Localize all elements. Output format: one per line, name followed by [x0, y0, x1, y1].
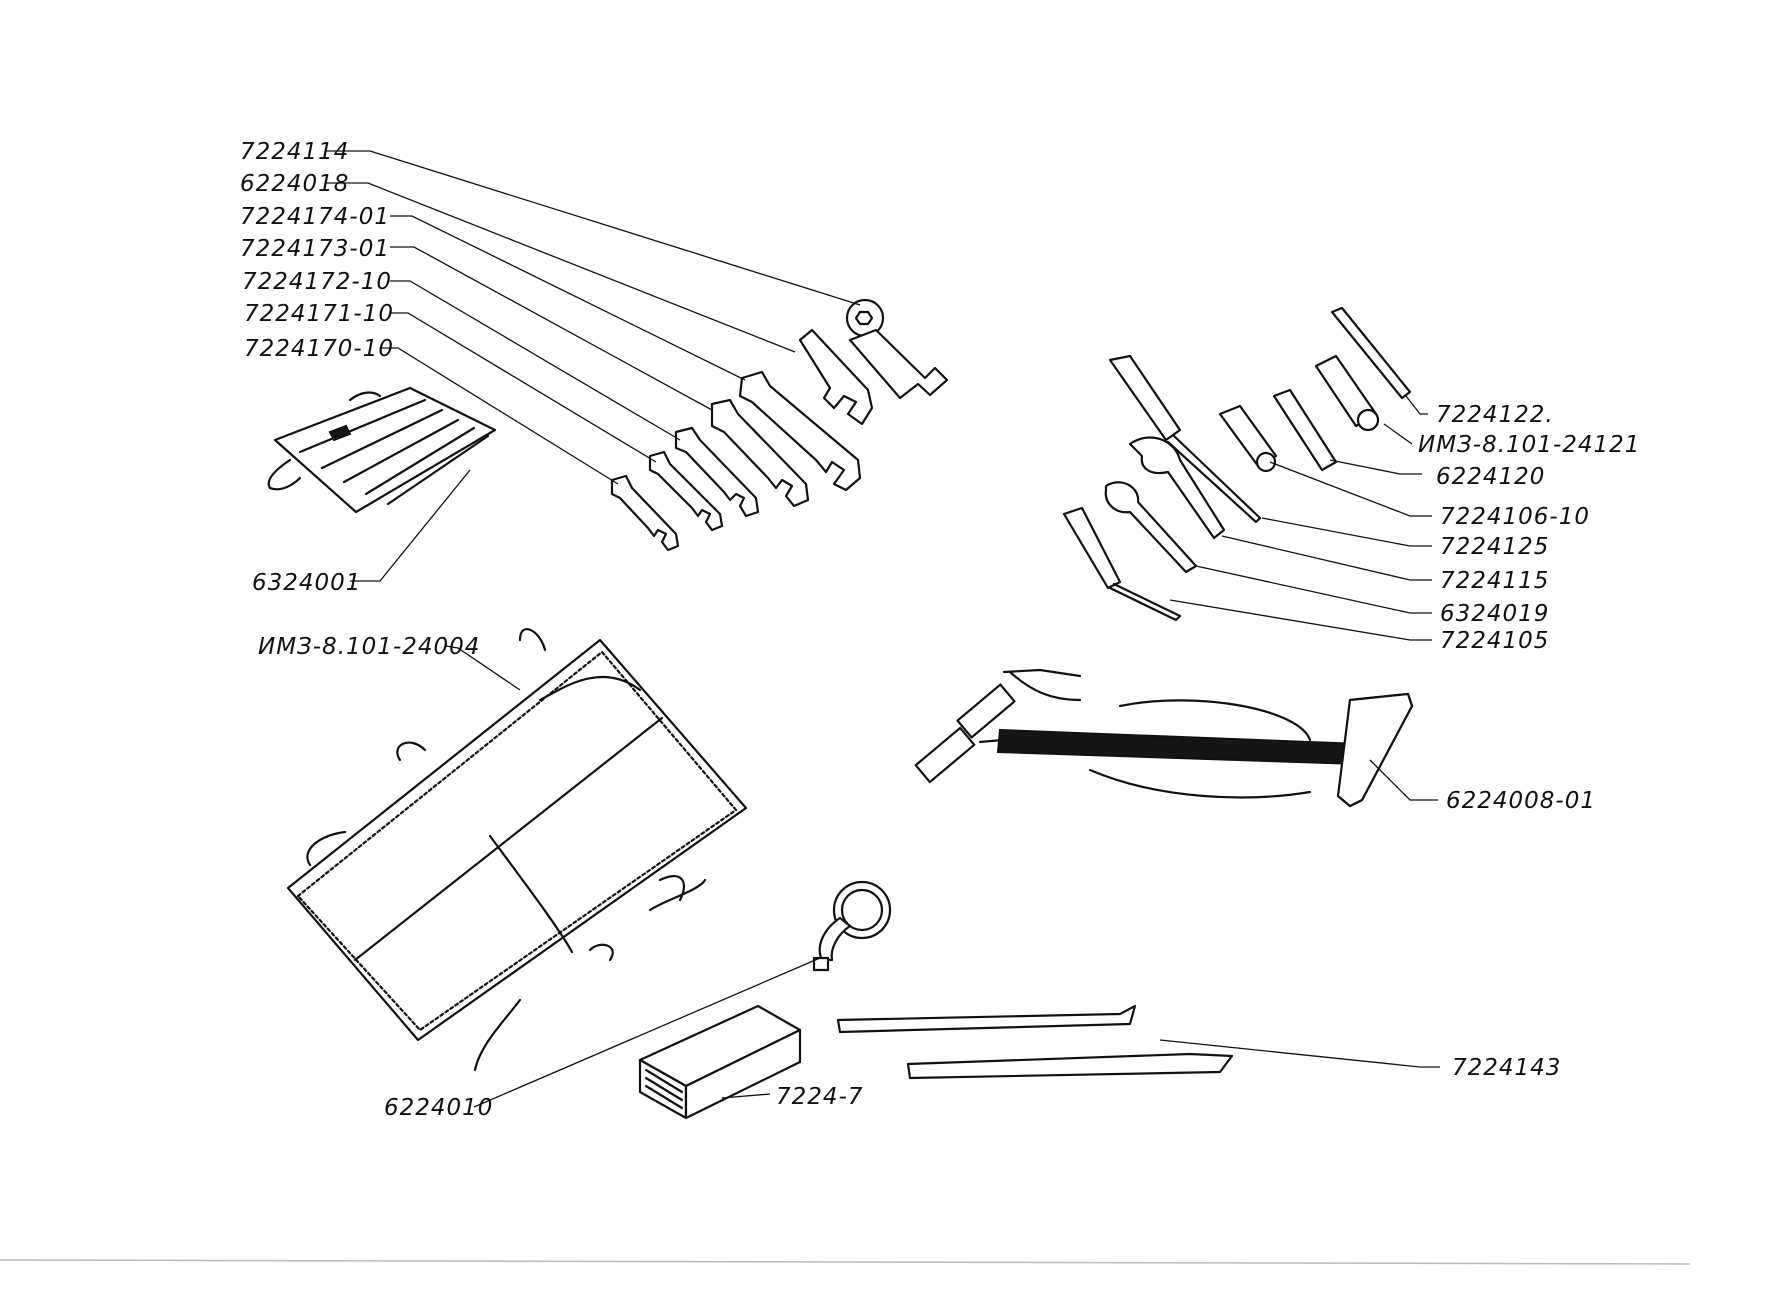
label-imz-24004: ИМЗ-8.101-24004 — [258, 634, 480, 660]
label-7224122: 7224122. — [1436, 402, 1554, 428]
label-6224010: 6224010 — [384, 1095, 493, 1121]
spanner-6324019 — [1104, 481, 1198, 574]
spanner-7224115 — [1128, 436, 1226, 540]
tire-pump-6224008-01 — [914, 668, 1414, 808]
screwdriver-7224105 — [1062, 506, 1182, 622]
socket-key-6224120 — [1272, 388, 1338, 472]
label-6324019: 6324019 — [1440, 601, 1549, 627]
label-6224120: 6224120 — [1436, 464, 1545, 490]
label-7224171-10: 7224171-10 — [244, 301, 394, 327]
tool-roll-6324001 — [267, 386, 497, 514]
label-7224143: 7224143 — [1452, 1055, 1561, 1081]
part-labels: 7224114 6224018 7224174-01 7224173-01 72… — [240, 139, 1640, 1121]
label-7224172-10: 7224172-10 — [242, 269, 392, 295]
rod-7224122 — [1330, 306, 1412, 400]
label-7224173-01: 7224173-01 — [240, 236, 390, 262]
scan-edge-line — [0, 1259, 1691, 1265]
wrench-7224114 — [845, 298, 949, 400]
wrench-6224018 — [798, 328, 874, 426]
parts-box-7224-7 — [638, 1004, 802, 1120]
wrench-7224174-01 — [738, 370, 862, 492]
socket-key-7224106-10 — [1218, 404, 1278, 473]
wrench-7224171-10 — [648, 450, 724, 532]
screwdriver-7224125 — [1108, 354, 1262, 524]
tire-levers-7224143 — [836, 1004, 1234, 1080]
label-7224-7: 7224-7 — [776, 1084, 863, 1110]
pressure-gauge-6224010 — [812, 880, 892, 972]
label-7224170-10: 7224170-10 — [244, 336, 394, 362]
leader-lines — [326, 150, 1440, 1108]
label-7224115: 7224115 — [1440, 568, 1549, 594]
label-7224174-01: 7224174-01 — [240, 204, 390, 230]
wrench-7224173-01 — [710, 398, 810, 508]
label-7224125: 7224125 — [1440, 534, 1549, 560]
label-6224018: 6224018 — [240, 171, 349, 197]
tool-bag-24004 — [286, 628, 748, 1072]
label-7224106-10: 7224106-10 — [1440, 504, 1590, 530]
wrench-7224172-10 — [674, 426, 760, 518]
label-7224105: 7224105 — [1440, 628, 1549, 654]
label-7224114: 7224114 — [240, 139, 349, 165]
socket-key-24121 — [1314, 354, 1380, 432]
label-imz-24121: ИМЗ-8.101-24121 — [1418, 432, 1640, 458]
wrench-7224170-10 — [610, 474, 680, 552]
label-6324001: 6324001 — [252, 570, 361, 596]
label-6224008-01: 6224008-01 — [1446, 788, 1596, 814]
